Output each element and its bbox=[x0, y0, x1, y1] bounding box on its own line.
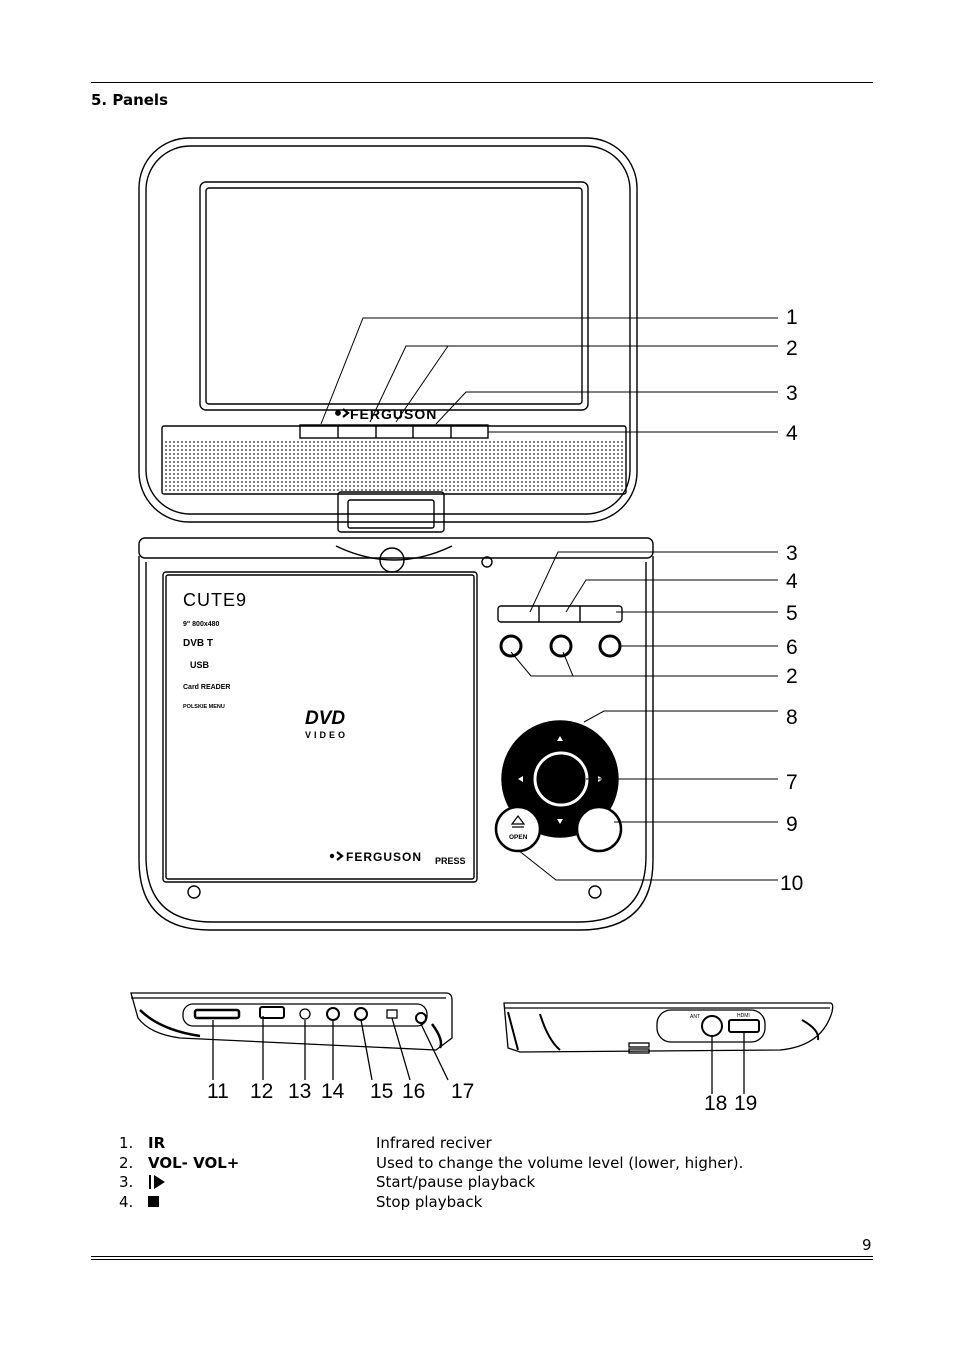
dc-in-17 bbox=[415, 1012, 427, 1024]
ant-label: ANT bbox=[690, 1014, 700, 1020]
legend-num: 3. bbox=[119, 1173, 134, 1191]
top-rule bbox=[91, 82, 873, 83]
svg-text:15: 15 bbox=[370, 1080, 393, 1103]
svg-text:18: 18 bbox=[704, 1092, 727, 1115]
press-label: PRESS bbox=[435, 856, 466, 866]
lid-callouts: 1 2 3 4 bbox=[786, 306, 798, 445]
brand-text: FERGUSON bbox=[350, 406, 437, 422]
svg-text:17: 17 bbox=[451, 1080, 474, 1103]
disc-lid bbox=[162, 571, 478, 883]
play-pause-icon bbox=[149, 1175, 165, 1189]
dvd-logo: DVD bbox=[305, 708, 345, 729]
svg-text:1: 1 bbox=[786, 306, 798, 329]
hinge bbox=[337, 491, 445, 533]
device-diagram: FERGUSON OPEN bbox=[130, 137, 834, 1115]
hdmi-port bbox=[728, 1019, 760, 1033]
svg-text:16: 16 bbox=[402, 1080, 425, 1103]
bottom-rule-2 bbox=[91, 1259, 873, 1260]
cute-logo: CUTE9 bbox=[183, 590, 247, 610]
svg-text:10: 10 bbox=[780, 872, 803, 895]
speaker-band bbox=[161, 425, 627, 495]
svg-text:14: 14 bbox=[321, 1080, 345, 1103]
section-title: 5. Panels bbox=[91, 91, 168, 109]
eject-icon bbox=[510, 815, 526, 825]
open-label: OPEN bbox=[509, 834, 528, 841]
svg-text:DVB T: DVB T bbox=[183, 638, 213, 649]
svg-text:7: 7 bbox=[786, 771, 798, 794]
svg-text:8: 8 bbox=[786, 706, 798, 729]
svg-text:6: 6 bbox=[786, 636, 798, 659]
base-brand-text: FERGUSON bbox=[346, 850, 422, 864]
legend-desc: Infrared reciver bbox=[376, 1134, 492, 1152]
jack-13 bbox=[299, 1008, 311, 1020]
ports-recess bbox=[656, 1009, 766, 1043]
antenna-port bbox=[701, 1015, 723, 1037]
jack-15 bbox=[354, 1007, 368, 1021]
round-button-2 bbox=[549, 634, 573, 658]
bottom-rule bbox=[91, 1256, 873, 1257]
dvd-video-label: VIDEO bbox=[305, 730, 348, 740]
screen bbox=[205, 187, 583, 405]
legend-num: 4. bbox=[119, 1192, 134, 1211]
screen-bezel bbox=[199, 181, 589, 411]
round-button-3 bbox=[598, 634, 622, 658]
stop-icon bbox=[148, 1195, 159, 1207]
power-button bbox=[575, 805, 623, 853]
svg-text:13: 13 bbox=[288, 1080, 311, 1103]
jack-14 bbox=[326, 1007, 340, 1021]
svg-text:3: 3 bbox=[786, 382, 798, 405]
svg-text:3: 3 bbox=[786, 542, 798, 565]
lid-inner bbox=[145, 145, 631, 515]
svg-text:2: 2 bbox=[786, 665, 798, 688]
round-button-1 bbox=[499, 634, 523, 658]
hdmi-label: HDMI bbox=[737, 1013, 750, 1019]
brand-mark-icon bbox=[342, 408, 350, 418]
left-side-body bbox=[130, 992, 453, 1051]
feature-badges: 9" 800x480 DVB T USB Card READER POLSKIE… bbox=[183, 621, 230, 710]
ir-window bbox=[379, 547, 405, 573]
svg-text:4: 4 bbox=[786, 570, 798, 593]
svg-text:4: 4 bbox=[786, 422, 798, 445]
svg-text:5: 5 bbox=[786, 602, 798, 625]
legend-desc: Stop playback bbox=[376, 1192, 483, 1211]
svg-text:9" 800x480: 9" 800x480 bbox=[183, 621, 220, 628]
page-number: 9 bbox=[862, 1236, 872, 1254]
brand-mark-icon bbox=[336, 851, 344, 861]
svg-text:POLSKIE MENU: POLSKIE MENU bbox=[183, 704, 225, 710]
svg-text:11: 11 bbox=[207, 1080, 229, 1103]
right-side-body bbox=[503, 1002, 834, 1053]
control-button-strip bbox=[497, 605, 623, 623]
left-side-callouts: 11 12 13 14 15 16 17 bbox=[207, 1080, 474, 1103]
legend-key: VOL- VOL+ bbox=[148, 1153, 240, 1172]
svg-text:USB: USB bbox=[190, 660, 210, 670]
legend-key bbox=[148, 1173, 166, 1193]
legend-key bbox=[148, 1193, 159, 1213]
base-outer bbox=[138, 556, 654, 931]
svg-text:19: 19 bbox=[734, 1092, 757, 1115]
usb-port bbox=[259, 1006, 285, 1019]
right-side-callouts: 18 19 bbox=[704, 1092, 757, 1115]
switch-16 bbox=[386, 1009, 398, 1019]
svg-text:9: 9 bbox=[786, 813, 798, 836]
legend-num: 2. bbox=[119, 1153, 134, 1172]
legend-key: IR bbox=[148, 1134, 166, 1152]
base-top-plate bbox=[138, 537, 654, 559]
lid-button-row bbox=[299, 424, 489, 439]
svg-text:2: 2 bbox=[786, 337, 798, 360]
legend-desc: Start/pause playback bbox=[376, 1173, 536, 1191]
open-button bbox=[494, 805, 542, 853]
speaker-grille bbox=[164, 440, 624, 492]
lid-outer bbox=[138, 137, 638, 523]
svg-text:Card READER: Card READER bbox=[183, 684, 230, 691]
svg-text:12: 12 bbox=[250, 1080, 273, 1103]
base-callouts: 3 4 5 6 2 8 7 9 10 bbox=[780, 542, 803, 895]
legend-num: 1. bbox=[119, 1134, 134, 1152]
legend-desc: Used to change the volume level (lower, … bbox=[376, 1153, 744, 1172]
